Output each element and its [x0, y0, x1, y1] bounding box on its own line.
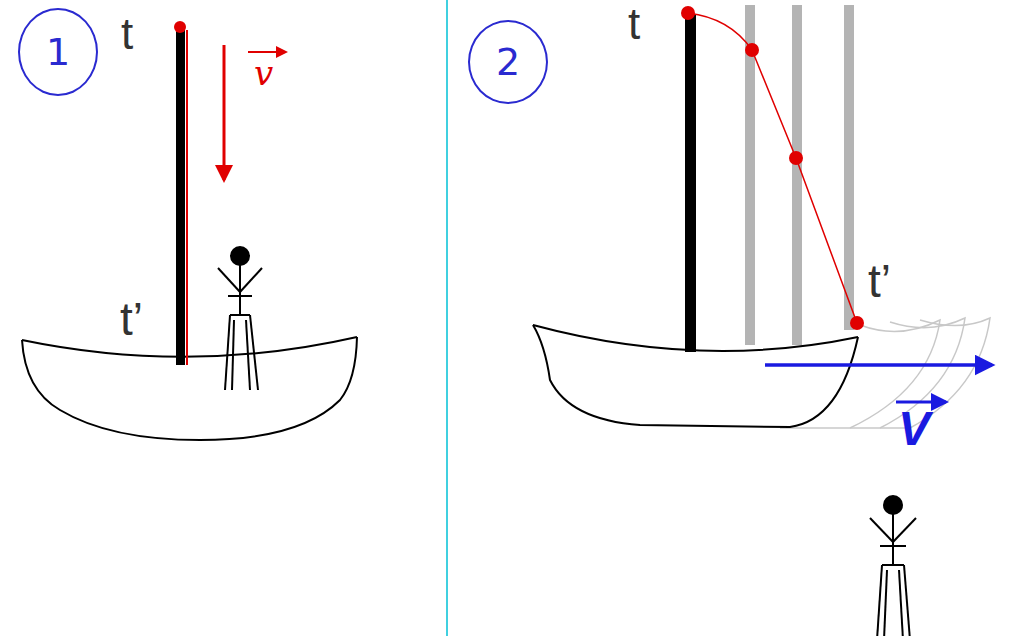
boat-1 [22, 21, 357, 440]
panel-number-circle: 1 [18, 8, 98, 96]
observer-2 [870, 496, 916, 636]
boat-2 [533, 5, 992, 636]
vector-arrow [248, 51, 286, 53]
boat-ghosts [780, 318, 990, 428]
panel-divider [446, 0, 448, 636]
vector-arrow [896, 401, 946, 404]
time-label: t’ [868, 258, 891, 304]
panel-number: 1 [46, 33, 70, 71]
panel-number: 2 [496, 43, 520, 81]
velocity-label: V [898, 405, 930, 453]
time-label: t’ [120, 296, 143, 342]
time-label: t [628, 2, 640, 46]
observer-1 [218, 247, 262, 390]
velocity-label: v [254, 56, 273, 90]
panel-number-circle: 2 [468, 20, 548, 104]
time-label: t [121, 12, 133, 56]
